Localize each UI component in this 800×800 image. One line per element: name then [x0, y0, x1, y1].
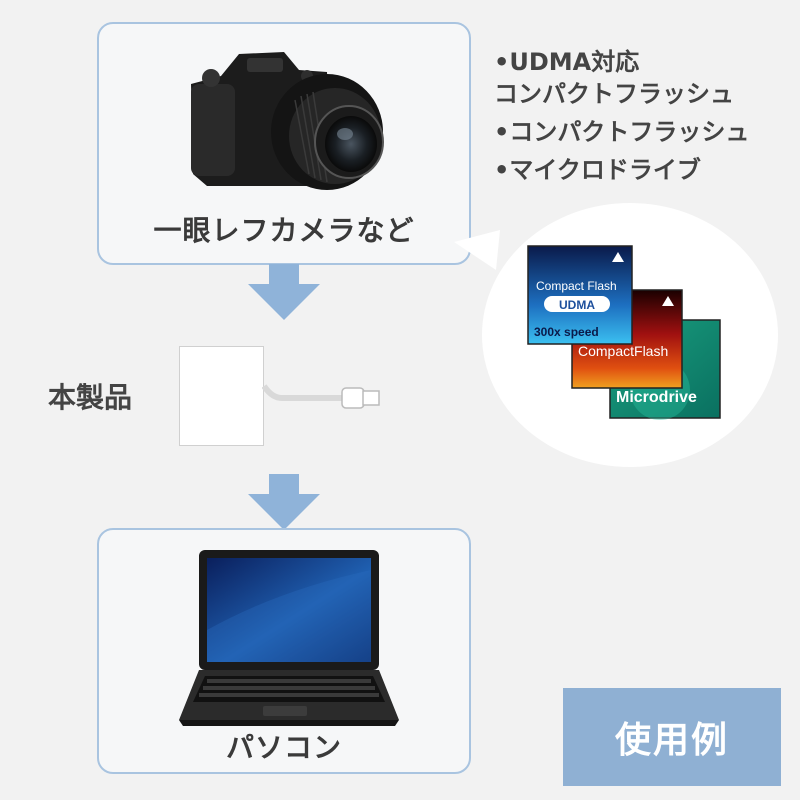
camera-label: 一眼レフカメラなど	[153, 214, 415, 247]
usb-cable-icon	[262, 384, 380, 409]
list-item: •コンパクトフラッシュ	[494, 118, 750, 146]
compactflash-title: CompactFlash	[578, 343, 668, 359]
list-item: •UDMA対応 コンパクトフラッシュ	[494, 48, 734, 108]
usage-example-badge: 使用例	[563, 688, 781, 786]
product-label: 本製品	[48, 381, 133, 414]
udma-card-title: Compact Flash	[536, 279, 617, 293]
udma-speed: 300x speed	[534, 325, 599, 339]
arrow-down-icon	[248, 474, 320, 530]
media-list: •UDMA対応 コンパクトフラッシュ •コンパクトフラッシュ •マイクロドライブ	[494, 46, 749, 192]
pc-label: パソコン	[225, 731, 342, 764]
udma-badge: UDMA	[559, 298, 595, 312]
camera-box: 一眼レフカメラなど	[97, 22, 471, 265]
microdrive-title: Microdrive	[616, 389, 697, 406]
pc-box: パソコン	[97, 528, 471, 774]
list-item: •マイクロドライブ	[494, 156, 701, 184]
laptop-icon	[179, 550, 399, 726]
card-reader-body	[179, 346, 264, 446]
media-bubble: Microdrive CompactFlash Compact Flash UD…	[454, 203, 778, 467]
camera-icon	[191, 52, 384, 190]
udma-card: Compact Flash UDMA 300x speed	[527, 245, 633, 345]
arrow-down-icon	[248, 264, 320, 320]
